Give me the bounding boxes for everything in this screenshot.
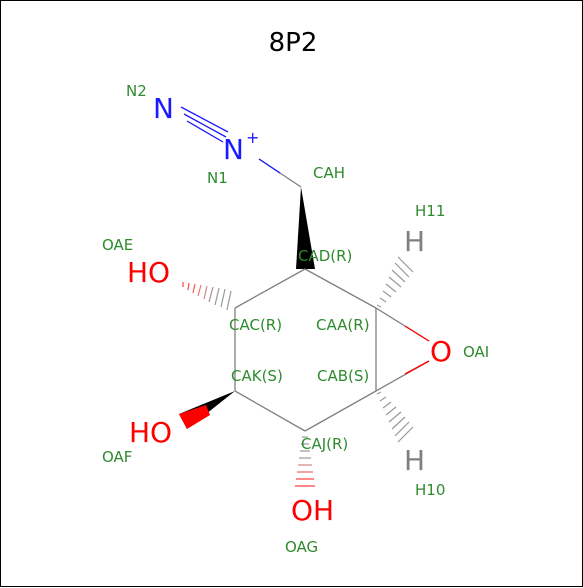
label-n2: N2	[126, 82, 147, 100]
label-cac: CAC(R)	[229, 316, 282, 334]
label-oaf: OAF	[102, 448, 132, 466]
bond-caa-h11-hashed	[376, 256, 414, 308]
atom-n-central: N	[223, 133, 244, 166]
label-cah: CAH	[313, 164, 345, 182]
bond-cah-cad-wedge	[296, 187, 315, 269]
atom-h-upper: H	[404, 225, 425, 258]
bond-cak-ho-wedge	[179, 391, 235, 429]
atom-h-lower: H	[404, 444, 425, 477]
bond-cab-oai-o-half	[404, 360, 430, 375]
atom-n-charge: +	[246, 128, 259, 147]
atom-n-terminal: N	[153, 92, 174, 125]
label-cad: CAD(R)	[298, 247, 352, 265]
ring-bonds	[234, 268, 377, 432]
bond-caa-oai-o-half	[404, 325, 430, 342]
bond-n1-cah-n-half	[258, 158, 281, 174]
label-h11: H11	[415, 202, 445, 220]
atom-ho-lower: HO	[129, 416, 172, 449]
atom-oh-bottom: OH	[291, 494, 334, 527]
bond-cac-ho-hashed	[182, 282, 232, 311]
label-oai: OAI	[463, 343, 489, 361]
label-caj: CAJ(R)	[301, 435, 348, 453]
molecule-title: 8P2	[269, 28, 318, 58]
label-cab: CAB(S)	[317, 367, 369, 385]
label-h10: H10	[415, 481, 445, 499]
atom-ho-upper: HO	[127, 256, 170, 289]
label-n1: N1	[207, 169, 228, 187]
label-caa: CAA(R)	[316, 316, 370, 334]
label-oag: OAG	[285, 538, 318, 556]
atom-o-epoxide: O	[430, 335, 452, 368]
bond-n2-n1	[180, 106, 229, 143]
bond-caj-oh-hashed	[295, 436, 315, 487]
label-cak: CAK(S)	[231, 367, 283, 385]
bond-cab-h10-hashed	[376, 391, 414, 443]
label-oae: OAE	[102, 236, 133, 254]
